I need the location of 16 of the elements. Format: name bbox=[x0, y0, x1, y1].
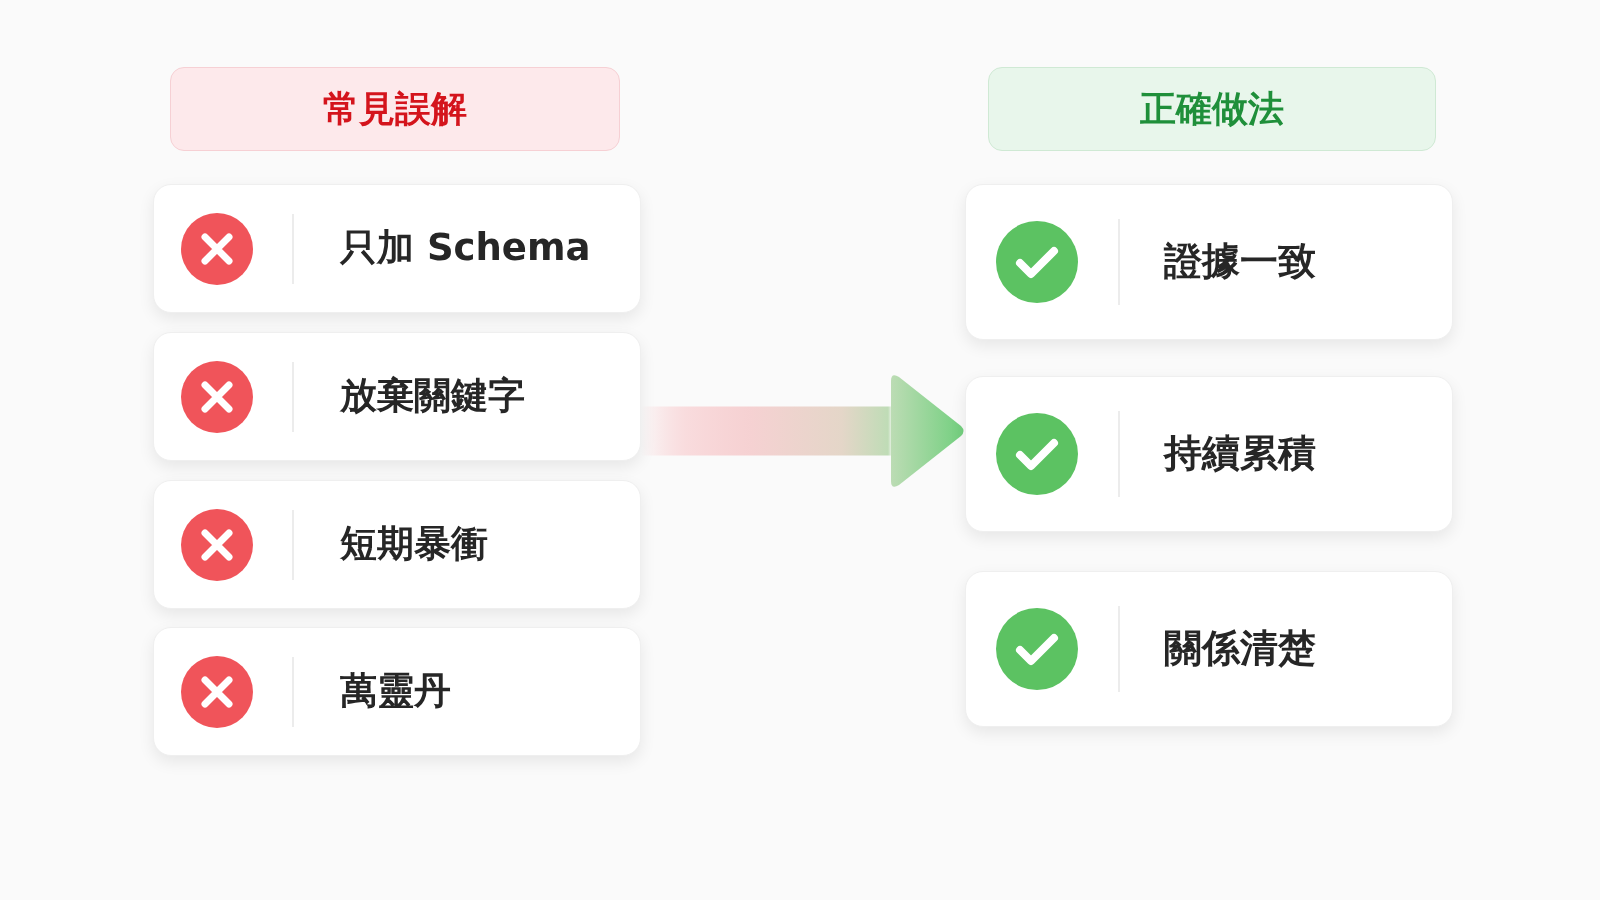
item-text: 關係清楚 bbox=[1164, 625, 1316, 673]
item-text: 持續累積 bbox=[1164, 430, 1316, 478]
header-banner: 正確做法 bbox=[988, 67, 1436, 151]
item-card bbox=[153, 332, 641, 461]
item-text: 只加 Schema bbox=[340, 225, 591, 272]
item-card bbox=[965, 184, 1453, 340]
item-text: 短期暴衝 bbox=[340, 521, 488, 568]
item-text: 證據一致 bbox=[1164, 238, 1316, 286]
item-card bbox=[153, 627, 641, 756]
header-banner: 常見誤解 bbox=[170, 67, 620, 151]
item-card bbox=[153, 480, 641, 609]
item-card bbox=[965, 571, 1453, 727]
item-text: 放棄關鍵字 bbox=[340, 373, 525, 420]
item-card bbox=[153, 184, 641, 313]
item-text: 萬靈丹 bbox=[340, 668, 451, 715]
item-card bbox=[965, 376, 1453, 532]
